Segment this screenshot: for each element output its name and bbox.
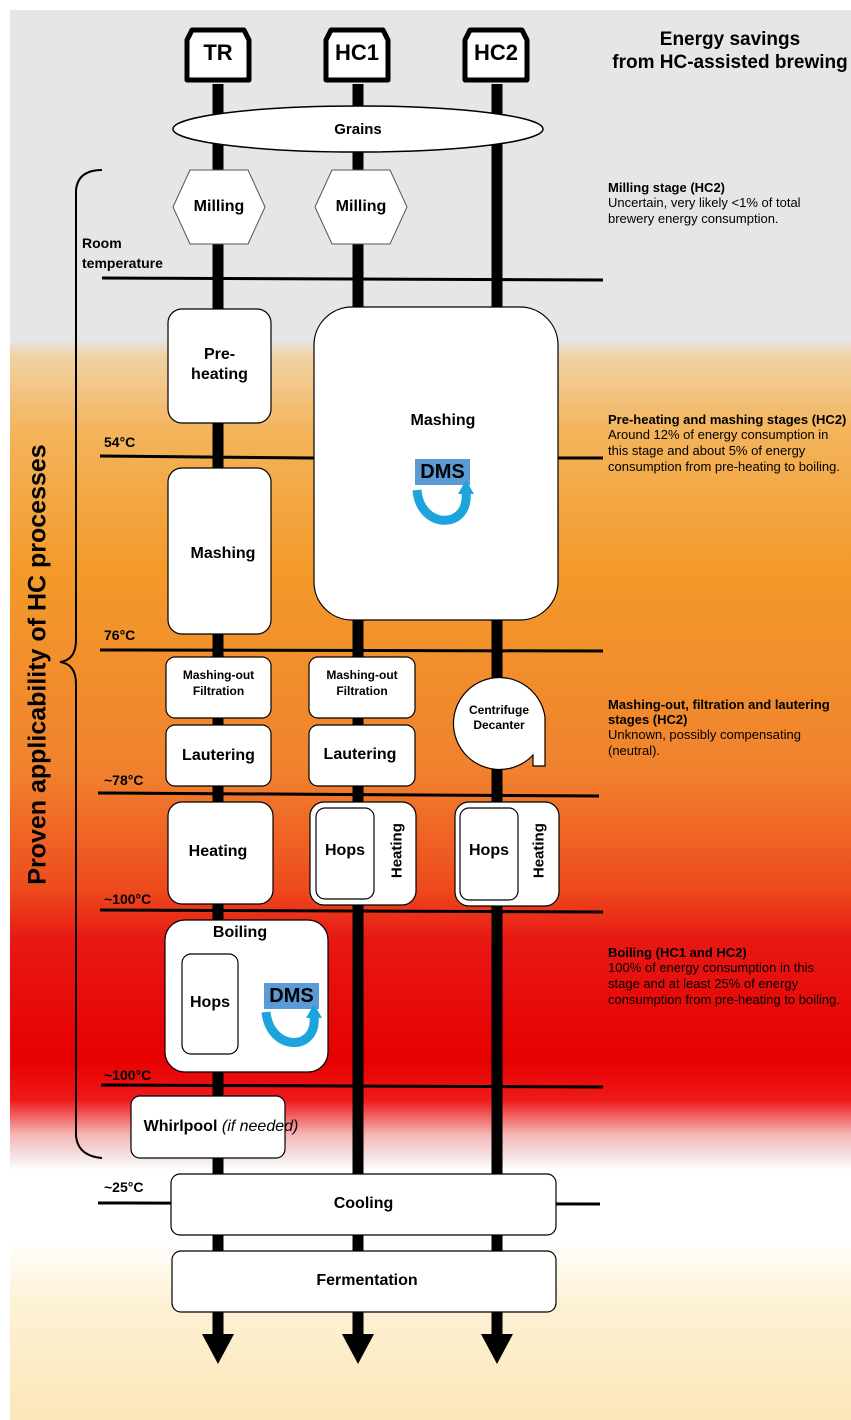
mashing-hc1-label: Mashing <box>410 412 476 429</box>
hc1-column-label: HC1 <box>334 40 379 65</box>
hops-boiling-label: Hops <box>190 994 230 1011</box>
milling-note-title: Milling stage (HC2) <box>608 180 726 195</box>
room-temperature-label-line1: Room <box>82 235 122 251</box>
mashing-tr-box <box>167 467 272 635</box>
hc1-column-tag <box>323 27 391 83</box>
heating-hc2-label: Heating <box>530 823 548 879</box>
milling-hc1-label: Milling <box>335 198 387 215</box>
dms-mashing-arrow-icon <box>412 489 471 525</box>
dms-boiling-arrowhead <box>306 1004 322 1018</box>
whirlpool-label: Whirlpool (if needed) <box>131 1118 311 1136</box>
whirlpool-label-note: (if needed) <box>221 1118 299 1135</box>
preheating-label-line2: heating <box>191 366 248 383</box>
mashout-note: Mashing-out, filtration and lautering st… <box>608 697 848 759</box>
fermentation-box <box>171 1250 557 1313</box>
dms-mashing-label: DMS <box>420 461 465 483</box>
tr-column-label: TR <box>203 40 233 65</box>
dms-boiling-label: DMS <box>269 985 314 1007</box>
boiling-label: Boiling <box>212 924 268 941</box>
grains-label: Grains <box>334 121 382 138</box>
temp-76c-label: 76°C <box>104 627 136 643</box>
temp-100c-b-label: ~100°C <box>104 1067 152 1083</box>
grains-ellipse <box>172 105 544 153</box>
centrifuge-label-line2: Decanter <box>473 718 525 732</box>
heating-tr-box <box>167 801 274 905</box>
mashout-hc1-label-line1: Mashing-out <box>326 668 398 682</box>
hc2-arrowhead <box>481 1334 513 1364</box>
milling-tr-hexagon <box>172 169 266 245</box>
temp-25c-label: ~25°C <box>104 1179 144 1195</box>
cooling-box <box>170 1173 557 1236</box>
milling-hc1-hexagon <box>314 169 408 245</box>
boiling-note: Boiling (HC1 and HC2) 100% of energy con… <box>608 945 848 1008</box>
mashing-note-body: Around 12% of energy consumption in this… <box>608 427 840 474</box>
hops-hc2-label: Hops <box>469 842 509 859</box>
temp-100c-a-label: ~100°C <box>104 891 152 907</box>
lautering-tr-box <box>165 724 272 787</box>
preheating-box <box>167 308 272 424</box>
mashing-tr-label: Mashing <box>190 545 256 562</box>
temp-78c-label: ~78°C <box>104 772 144 788</box>
mashout-note-title: Mashing-out, filtration and lautering st… <box>608 697 830 727</box>
tr-column-tag <box>184 27 252 83</box>
side-applicability-label: Proven applicability of HC processes <box>23 444 52 885</box>
boiling-note-body: 100% of energy consumption in this stage… <box>608 960 840 1007</box>
mashout-tr-label-line1: Mashing-out <box>182 668 255 682</box>
milling-note: Milling stage (HC2) Uncertain, very like… <box>608 180 848 227</box>
mashout-hc1-label-line2: Filtration <box>336 684 388 698</box>
hc2-column-tag <box>462 27 530 83</box>
hops-boiling-box <box>181 953 239 1055</box>
cooling-label: Cooling <box>333 1195 394 1212</box>
mashing-note: Pre-heating and mashing stages (HC2) Aro… <box>608 412 848 475</box>
line-100c-a <box>99 908 604 914</box>
lautering-hc1-box <box>308 724 416 787</box>
heating-tr-label: Heating <box>188 843 248 860</box>
room-temperature-label-line2: temperature <box>82 255 163 271</box>
header-title-line2: from HC-assisted brewing <box>612 52 848 73</box>
milling-note-body: Uncertain, very likely <1% of total brew… <box>608 195 801 226</box>
dms-boiling-label-bg <box>264 983 319 1009</box>
mashing-note-title: Pre-heating and mashing stages (HC2) <box>608 412 847 427</box>
line-54c <box>99 454 315 460</box>
tr-arrowhead <box>202 1334 234 1364</box>
dms-mashing-label-bg <box>415 459 470 485</box>
hops-hc1-label: Hops <box>325 842 365 859</box>
lautering-hc1-label: Lautering <box>323 746 397 763</box>
heating-hc1-label: Heating <box>388 823 406 879</box>
line-76c <box>99 648 604 653</box>
header-title-line1: Energy savings <box>659 29 801 50</box>
lautering-tr-label: Lautering <box>182 747 255 764</box>
hc1-arrowhead <box>342 1334 374 1364</box>
line-100c-b <box>100 1083 604 1089</box>
temp-54c-label: 54°C <box>104 434 136 450</box>
whirlpool-box <box>130 1095 286 1159</box>
centrifuge-label-line1: Centrifuge <box>469 703 529 717</box>
dms-mashing-arrowhead <box>458 480 474 494</box>
preheating-label-line1: Pre- <box>203 346 236 363</box>
mashout-hc1-box <box>308 656 416 719</box>
milling-tr-label: Milling <box>193 198 245 215</box>
mashout-note-body: Unknown, possibly compensating (neutral)… <box>608 727 801 758</box>
mashout-tr-label-line2: Filtration <box>192 684 245 698</box>
fermentation-label: Fermentation <box>316 1272 418 1289</box>
whirlpool-label-main: Whirlpool <box>143 1118 218 1135</box>
centrifuge-decanter-shape <box>452 676 546 771</box>
mashout-tr-box <box>165 656 272 719</box>
hc2-column-label: HC2 <box>473 40 518 65</box>
dms-boiling-arrow-icon <box>261 1011 319 1047</box>
line-78c <box>97 791 600 798</box>
boiling-note-title: Boiling (HC1 and HC2) <box>608 945 747 960</box>
hops-hc2-box <box>459 807 519 901</box>
applicability-brace <box>59 169 103 1159</box>
hops-hc1-box <box>315 807 375 900</box>
